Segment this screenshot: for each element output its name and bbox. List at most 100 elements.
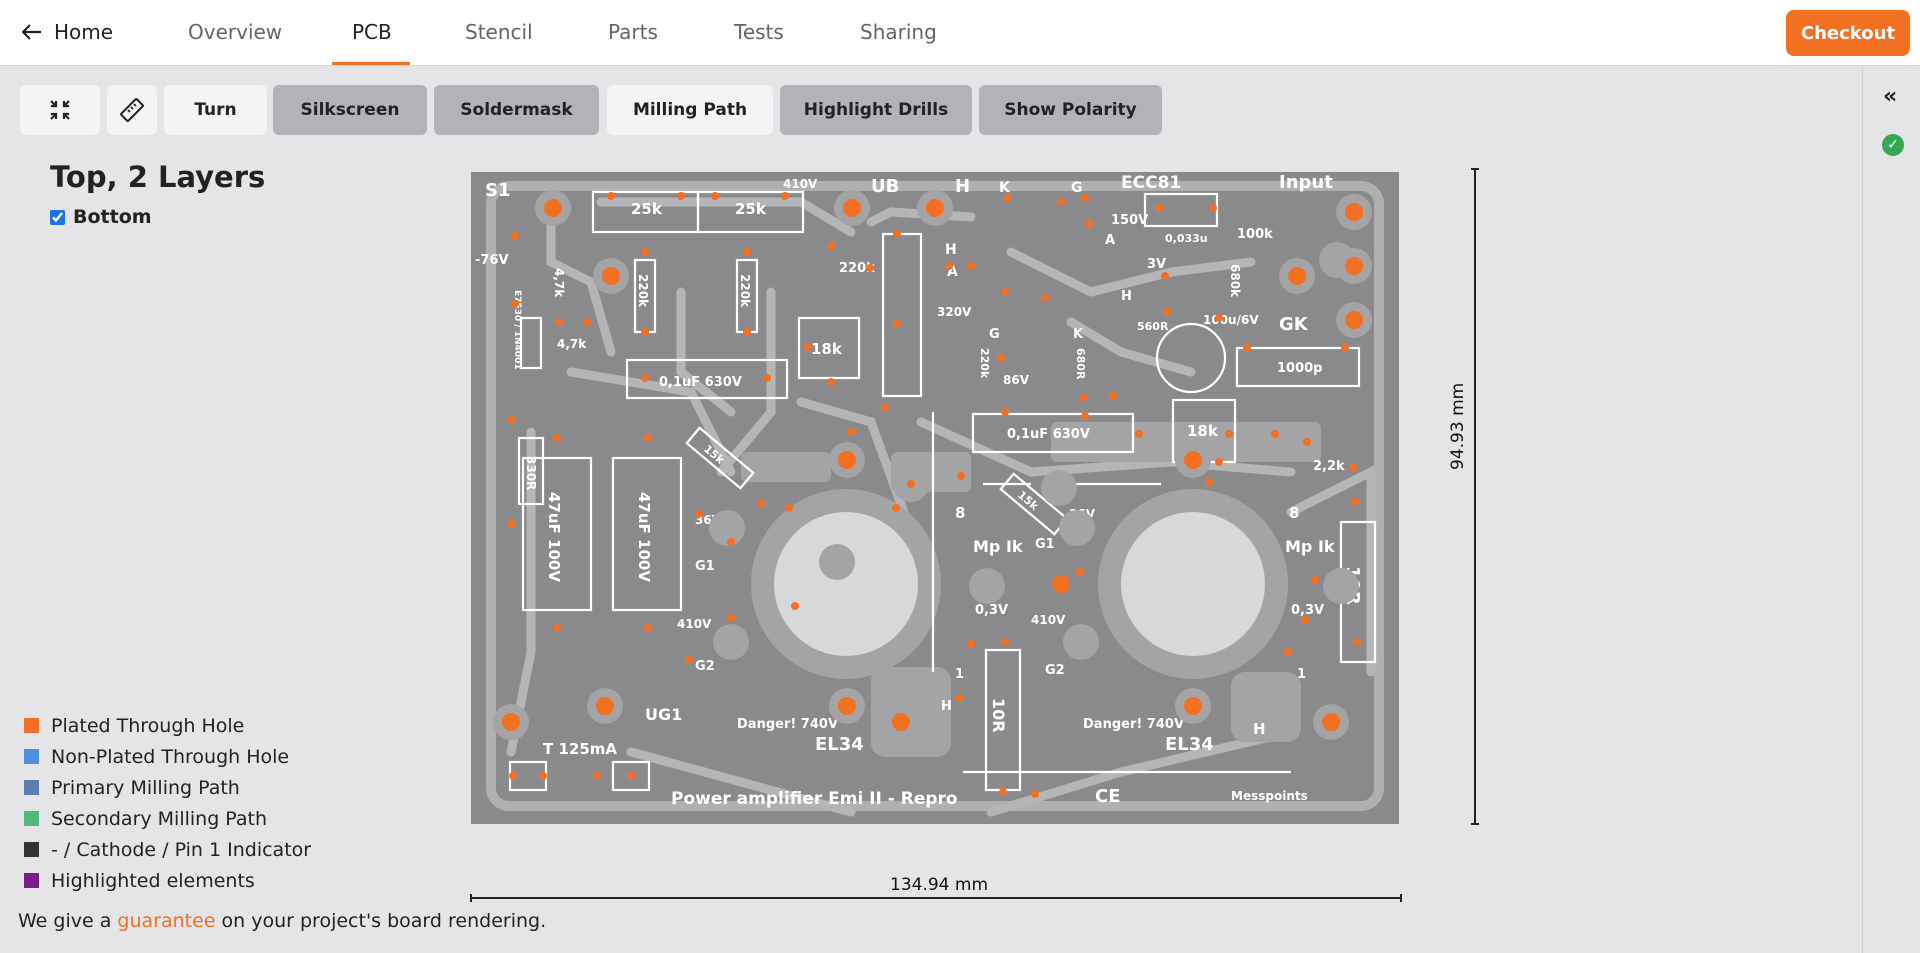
pcb-label: 4,7k [557, 337, 587, 351]
tab-overview[interactable]: Overview [188, 20, 283, 44]
pcb-label: H [1253, 720, 1266, 738]
pcb-label: 560R [1137, 320, 1169, 333]
soldermask-toggle[interactable]: Soldermask [434, 85, 599, 135]
pcb-label: Mp Ik [973, 537, 1023, 556]
arrow-left-icon [22, 24, 41, 40]
legend-label: Non-Plated Through Hole [51, 745, 290, 768]
bottom-label: Bottom [73, 206, 152, 228]
legend-swatch [24, 780, 39, 795]
pcb-label: 220k [738, 274, 752, 308]
pcb-label: 1 [955, 667, 964, 682]
tab-tests[interactable]: Tests [734, 20, 784, 44]
pcb-label: 47uF 100V [545, 492, 563, 582]
fit-to-screen-icon [50, 100, 70, 120]
pcb-label: 410V [1031, 613, 1066, 627]
pcb-label: G2 [695, 659, 715, 674]
pcb-label: 0,3V [975, 603, 1008, 618]
tab-stencil[interactable]: Stencil [465, 20, 533, 44]
width-dimension-label: 134.94 mm [890, 875, 989, 895]
pcb-label: 410V [677, 617, 712, 631]
pcb-label: G [1071, 180, 1083, 196]
pcb-label: H [945, 242, 957, 258]
pcb-label: E7530 / 1N4001 [512, 290, 522, 370]
pcb-label: 10R [989, 698, 1008, 733]
pcb-label: 1 [1297, 667, 1306, 682]
pcb-label: 0,1uF 630V [1007, 427, 1090, 442]
pcb-label: 100u/6V [1203, 313, 1259, 327]
legend-item: Secondary Milling Path [24, 803, 311, 834]
pcb-label: EL34 [1165, 734, 1214, 755]
tab-sharing[interactable]: Sharing [860, 20, 937, 44]
pcb-label: 680R [1074, 348, 1087, 380]
pcb-label: Danger! 740V [1083, 717, 1184, 732]
pcb-board-render[interactable]: S1 410V UB H K G ECC81 Input -76V 25k 25… [471, 172, 1399, 824]
pcb-label: A [947, 264, 958, 280]
home-label: Home [54, 20, 114, 44]
right-sidebar: « ✓ [1862, 66, 1920, 953]
pcb-board-title: Power amplifier Emi II - Repro [671, 789, 958, 809]
ruler-button[interactable] [107, 85, 157, 135]
legend-item: Non-Plated Through Hole [24, 741, 311, 772]
fit-to-screen-button[interactable] [20, 85, 100, 135]
pcb-label: H [955, 176, 970, 197]
pcb-label: 330R [524, 456, 538, 490]
pcb-label: 0,033u [1165, 232, 1208, 245]
legend-swatch [24, 873, 39, 888]
pcb-label: 220k [839, 261, 875, 276]
bottom-layer-toggle[interactable]: Bottom [50, 206, 152, 228]
pcb-label: 47uF 100V [635, 492, 653, 582]
pcb-label: 150V [1111, 213, 1148, 228]
pcb-label: A [1105, 233, 1115, 248]
legend-swatch [24, 811, 39, 826]
bottom-checkbox[interactable] [50, 209, 65, 225]
milling-path-toggle[interactable]: Milling Path [607, 85, 773, 135]
pcb-label: 100k [1237, 227, 1273, 242]
guarantee-link[interactable]: guarantee [117, 910, 216, 932]
legend-item: - / Cathode / Pin 1 Indicator [24, 834, 311, 865]
silkscreen-toggle[interactable]: Silkscreen [273, 85, 427, 135]
pcb-label: G1 [1035, 537, 1055, 552]
tab-pcb[interactable]: PCB [352, 20, 392, 44]
pcb-label: S1 [485, 180, 511, 201]
legend-label: Secondary Milling Path [51, 807, 268, 830]
pcb-board-svg: S1 410V UB H K G ECC81 Input -76V 25k 25… [471, 172, 1399, 824]
guarantee-prefix: We give a [18, 910, 112, 932]
legend-swatch [24, 749, 39, 764]
legend: Plated Through Hole Non-Plated Through H… [24, 710, 311, 896]
pcb-label: 220k [636, 274, 650, 308]
width-dimension-line [470, 894, 1402, 902]
pcb-label: -76V [475, 253, 509, 268]
pcb-label: UG1 [645, 705, 682, 724]
pcb-label: 8 [1289, 504, 1299, 522]
legend-label: - / Cathode / Pin 1 Indicator [51, 838, 312, 861]
height-dimension-label: 94.93 mm [1448, 382, 1468, 470]
legend-item: Primary Milling Path [24, 772, 311, 803]
tab-parts[interactable]: Parts [608, 20, 658, 44]
pcb-label: 320V [937, 305, 972, 319]
pcb-label: UB [871, 176, 899, 197]
pcb-label: 8 [955, 504, 965, 522]
active-tab-indicator [332, 62, 410, 65]
pcb-label: EL34 [815, 734, 864, 755]
legend-swatch [24, 842, 39, 857]
legend-item: Plated Through Hole [24, 710, 311, 741]
height-dimension-line [1471, 168, 1479, 825]
turn-button[interactable]: Turn [164, 85, 267, 135]
home-link[interactable]: Home [22, 20, 113, 44]
pcb-label: K [999, 180, 1011, 196]
pcb-label: 0,3V [1291, 603, 1324, 618]
pcb-label: ECC81 [1121, 173, 1181, 193]
pcb-label: 1000p [1277, 361, 1323, 376]
guarantee-suffix: on your project's board rendering. [221, 910, 547, 932]
pcb-label: H [941, 699, 952, 714]
pcb-label: T 125mA [543, 740, 617, 758]
highlight-drills-toggle[interactable]: Highlight Drills [780, 85, 972, 135]
pcb-label: 0,1uF 630V [659, 375, 742, 390]
legend-label: Plated Through Hole [51, 714, 245, 737]
pcb-label: K [1073, 327, 1084, 342]
pcb-label: Danger! 740V [737, 717, 838, 732]
collapse-sidebar-icon[interactable]: « [1883, 84, 1898, 109]
show-polarity-toggle[interactable]: Show Polarity [979, 85, 1162, 135]
pcb-label: 3V [1147, 257, 1166, 272]
checkout-button[interactable]: Checkout [1786, 10, 1910, 56]
